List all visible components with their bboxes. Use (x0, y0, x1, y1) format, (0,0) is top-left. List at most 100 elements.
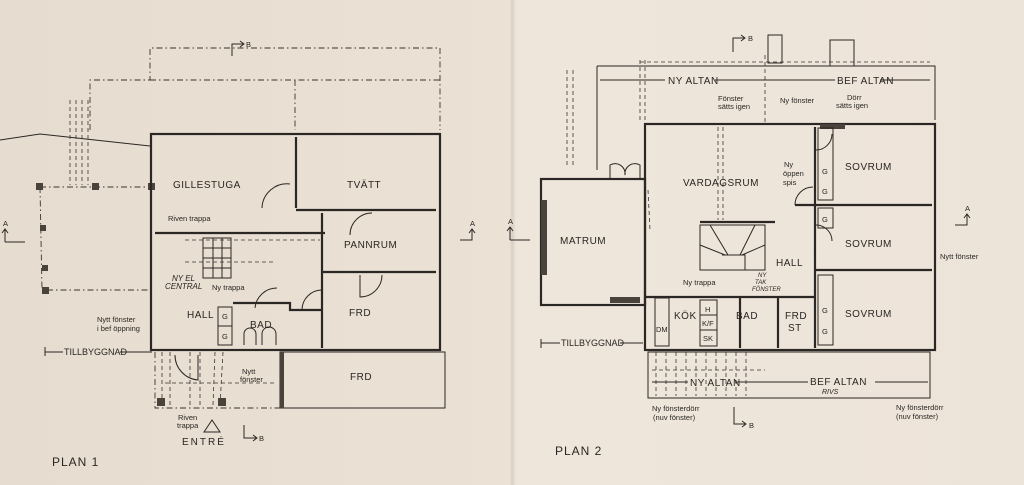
note-ny-fonsterdorr: Ny fönsterdörr (896, 403, 944, 412)
fixture-g: G (822, 215, 828, 224)
note-ny-trappa: Ny trappa (683, 278, 716, 287)
section-a-label: A (3, 219, 8, 228)
bottom-balcony (647, 351, 931, 399)
kitchen-dividers (700, 314, 717, 331)
fixture-kf: K/F (702, 319, 714, 328)
fixture-dm: DM (656, 325, 668, 334)
fixture-h: H (705, 305, 710, 314)
entry-outline (154, 352, 280, 409)
note-ny-oppen-spis: spis (783, 178, 797, 187)
section-b-label: B (749, 421, 754, 430)
note-ny-fonsterdorr: (nuv fönster) (896, 412, 939, 421)
room-label-st: ST (788, 323, 802, 334)
note-fonster-satts-igen: sätts igen (718, 102, 750, 111)
note-ny-takfonster: NY (758, 273, 767, 279)
closet-block (817, 207, 834, 229)
hatched-wall (280, 352, 284, 408)
note-ny-takfonster: FÖNSTER (752, 286, 781, 293)
plan-1-title: PLAN 1 (52, 455, 99, 469)
double-door (609, 163, 641, 180)
tillbyggnad-arrow (44, 347, 152, 356)
section-b-arrow-icon (732, 34, 746, 52)
note-entre: ENTRÉ (182, 435, 226, 448)
plan-2-title: PLAN 2 (555, 444, 602, 458)
fixture-g: G (822, 187, 828, 196)
plan1-outer-wall (149, 132, 442, 352)
note-bef-altan-bottom: BEF ALTAN (810, 377, 867, 388)
bath-wall (233, 301, 322, 312)
room-label-tvatt: TVÄTT (347, 179, 381, 191)
fixture-g: G (822, 167, 828, 176)
chimney (767, 34, 783, 64)
top-balcony-outline (596, 65, 936, 170)
post-marker (36, 183, 43, 190)
section-b-arrow-icon (231, 40, 245, 56)
note-nytt-fonster-bef: Nytt fönster (97, 315, 136, 324)
room-label-pannrum: PANNRUM (344, 240, 397, 251)
section-b-label: B (259, 434, 264, 443)
room-label-kok: KÖK (674, 310, 697, 322)
hatched-wall (610, 297, 640, 303)
room-label-sovrum: SOVRUM (845, 162, 892, 173)
section-a-arrow-icon (955, 213, 971, 226)
chimney-lines (566, 70, 574, 168)
note-dorr-satts-igen: Dörr (847, 93, 862, 102)
note-ny-el-central: NY EL (172, 274, 195, 283)
note-nytt-fonster: Nytt (242, 367, 256, 376)
note-ny-el-central: CENTRAL (165, 282, 202, 291)
chimney-lines (69, 100, 89, 185)
room-label-bad: BAD (250, 320, 272, 331)
stair (699, 224, 766, 271)
note-ny-altan-top: NY ALTAN (668, 76, 719, 87)
section-a-label: A (508, 217, 513, 226)
removed-stair-lines (185, 239, 320, 263)
fixture-g: G (822, 306, 828, 315)
post-marker (40, 225, 46, 231)
new-deck-boards (652, 352, 765, 396)
note-riven-trappa: Riven trappa (168, 214, 211, 223)
room-label-sovrum: SOVRUM (845, 239, 892, 250)
plan2-inner-walls (645, 127, 932, 348)
post-marker (42, 287, 49, 294)
note-tillbyggnad: TILLBYGGNAD (561, 338, 625, 348)
note-ny-fonster: Ny fönster (780, 96, 815, 105)
section-b-label: B (748, 34, 753, 43)
stair-treads (203, 238, 231, 278)
section-a-label: A (470, 219, 475, 228)
existing-outline (89, 47, 441, 130)
note-bef-altan-top: BEF ALTAN (837, 76, 894, 87)
note-nytt-fonster-bef: i bef öppning (97, 324, 140, 333)
note-nytt-fonster: Nytt fönster (940, 252, 979, 261)
room-label-frd-lower: FRD (350, 372, 372, 383)
note-ny-fonsterdorr: Ny fönsterdörr (652, 404, 700, 413)
chimney (829, 39, 855, 67)
note-riven-trappa-entry: trappa (177, 421, 199, 430)
beam-dashes (647, 127, 724, 231)
note-ny-altan-bottom: NY ALTAN (690, 378, 741, 389)
note-riven-trappa-entry: Riven (178, 413, 197, 422)
post-marker (157, 398, 165, 406)
existing-outline-inner (150, 79, 440, 130)
section-a-arrow-icon (1, 228, 25, 243)
room-label-gillestuga: GILLESTUGA (173, 180, 241, 191)
door-swing (301, 289, 323, 311)
post-marker (92, 183, 99, 190)
section-a-label: A (965, 204, 970, 213)
door-swing (349, 212, 373, 236)
closet-label: G (222, 332, 228, 341)
note-fonster-satts-igen: Fönster (718, 94, 744, 103)
post-marker (218, 398, 226, 406)
door-swing (261, 183, 291, 209)
room-label-matrum: MATRUM (560, 236, 606, 247)
section-a-arrow-icon (506, 226, 530, 241)
room-label-sovrum: SOVRUM (845, 309, 892, 320)
note-ny-fonsterdorr: (nuv fönster) (653, 413, 696, 422)
kitchen-fixtures (699, 299, 718, 347)
room-label-hall: HALL (776, 258, 803, 269)
fixture-g: G (822, 327, 828, 336)
note-tillbyggnad: TILLBYGGNAD (64, 347, 128, 357)
hatched-wall (820, 124, 845, 129)
note-nytt-fonster: fönster (240, 375, 263, 384)
stair-treads (699, 224, 766, 270)
fixture-sk: SK (703, 334, 713, 343)
